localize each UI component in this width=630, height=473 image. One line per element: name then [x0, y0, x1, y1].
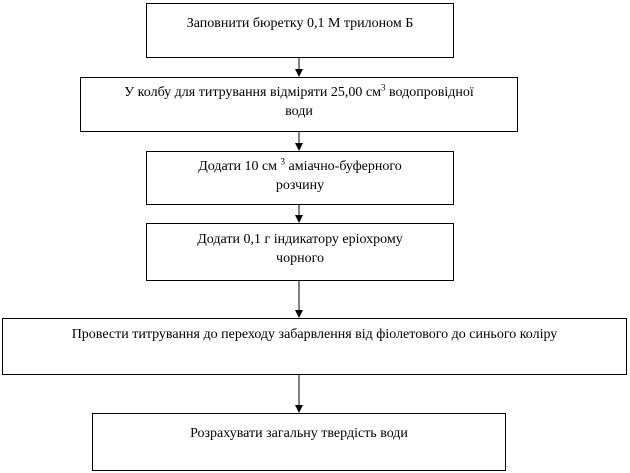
- step-calculate-hardness-text: Розрахувати загальну твердість води: [190, 426, 408, 441]
- step-measure-water-line2: води: [285, 104, 313, 119]
- step-measure-water: У колбу для титрування відміряти 25,00 с…: [80, 77, 518, 132]
- step-fill-burette: Заповнити бюретку 0,1 М трилоном Б: [146, 3, 454, 58]
- step-calculate-hardness: Розрахувати загальну твердість води: [92, 413, 506, 471]
- step-measure-water-line1: У колбу для титрування відміряти 25,00 с…: [124, 82, 474, 100]
- step-add-indicator-line1: Додати 0,1 г індикатору еріохрому: [197, 232, 403, 247]
- step-add-buffer: Додати 10 см 3 аміачно-буферного розчину: [146, 151, 454, 205]
- step-add-indicator: Додати 0,1 г індикатору еріохрому чорног…: [146, 223, 454, 281]
- step-add-indicator-line2: чорного: [276, 251, 324, 266]
- step-titration-text: Провести титрування до переходу забарвле…: [71, 327, 558, 342]
- step-add-buffer-line1: Додати 10 см 3 аміачно-буферного: [198, 156, 402, 174]
- step-titration: Провести титрування до переходу забарвле…: [2, 318, 627, 375]
- step-fill-burette-text: Заповнити бюретку 0,1 М трилоном Б: [186, 16, 414, 31]
- step-add-buffer-line2: розчину: [275, 178, 325, 193]
